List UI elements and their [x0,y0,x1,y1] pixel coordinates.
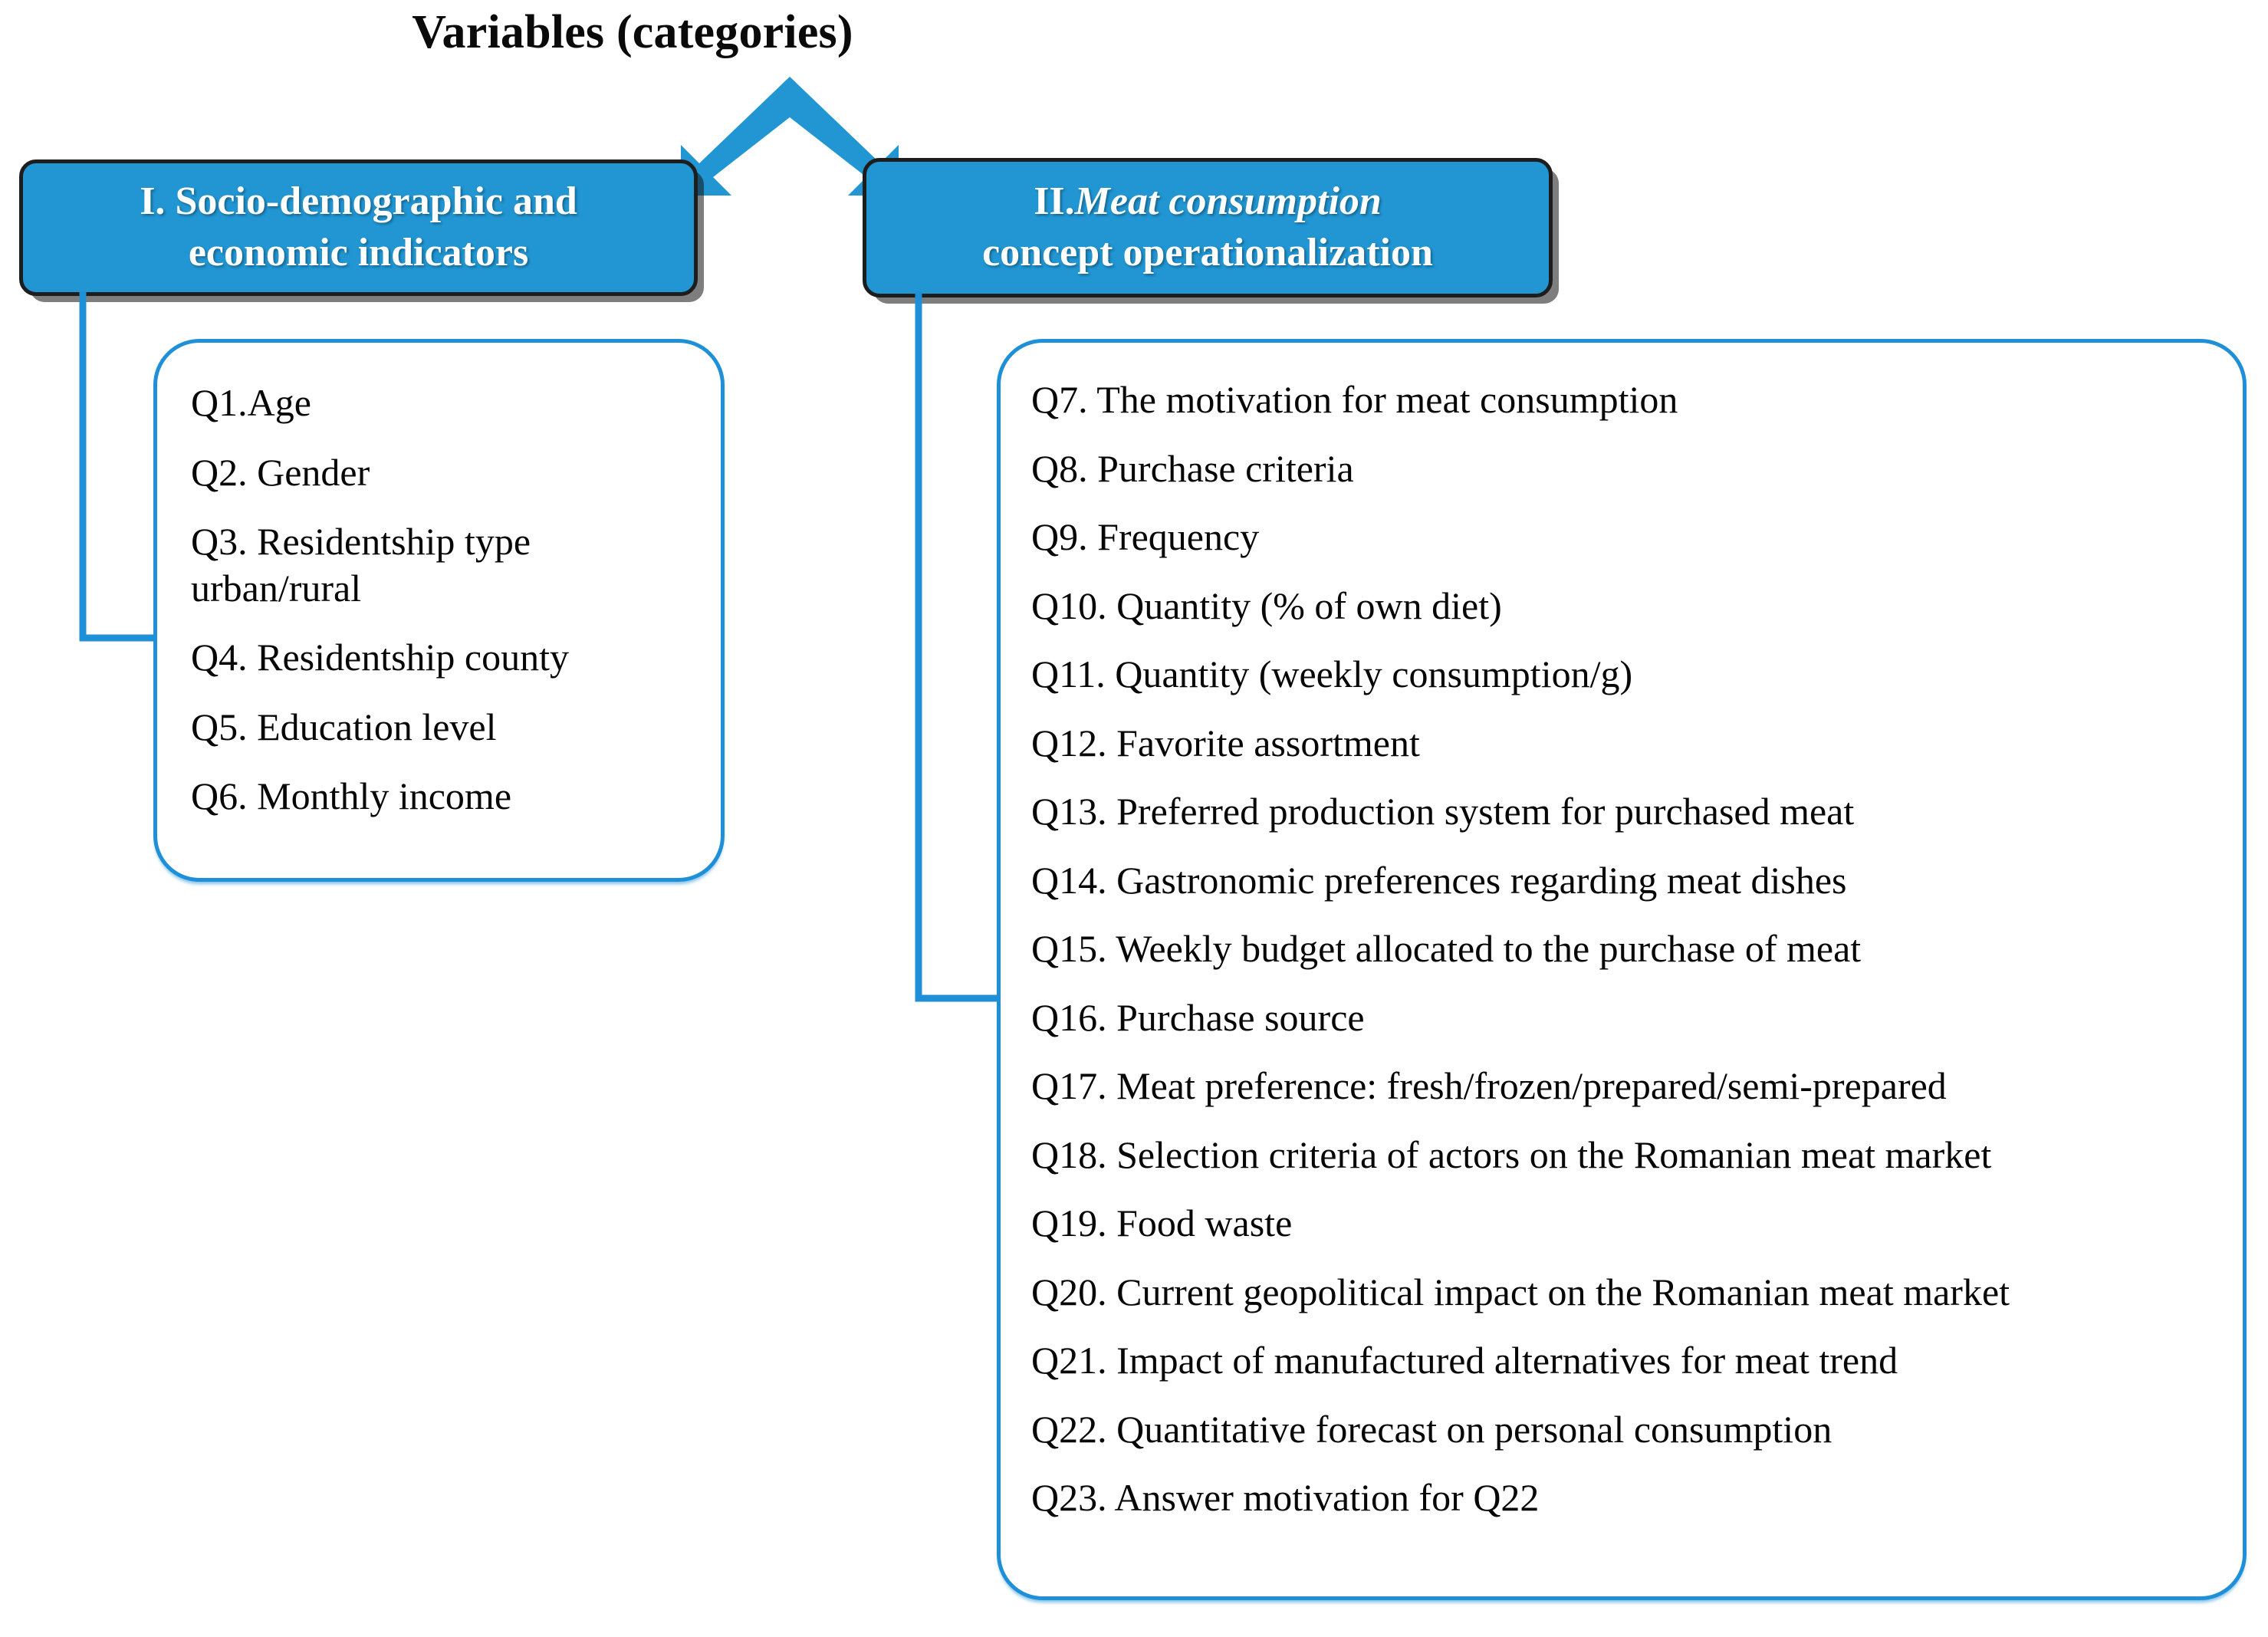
list-item: Q12. Favorite assortment [1031,721,1420,764]
list-item: Q5. Education level [191,705,497,748]
category-header-label: II.Meat consumption concept operationali… [982,176,1433,278]
question-list: Q7. The motivation for meat consumption … [1031,376,2217,1521]
list-item: Q15. Weekly budget allocated to the purc… [1031,927,1862,970]
category-numeral: II. [1034,179,1075,224]
list-item: Q11. Quantity (weekly consumption/g) [1031,652,1633,695]
category-header-meat-consumption[interactable]: II.Meat consumption concept operationali… [863,158,1553,297]
question-list-socio-demographic: Q1.Age Q2. Gender Q3. Residentship type … [153,339,725,882]
list-item: Q16. Purchase source [1031,995,1365,1039]
category-numeral: I. [140,179,176,224]
list-item: Q19. Food waste [1031,1201,1293,1244]
page-title: Variables (categories) [412,6,853,58]
list-item: Q9. Frequency [1031,515,1260,558]
category-title-line2: concept operationalization [982,231,1433,274]
question-list: Q1.Age Q2. Gender Q3. Residentship type … [191,380,695,820]
list-item: Q3. Residentship type urban/rural [191,520,531,610]
category-title-line1: Socio-demographic and [175,179,577,224]
list-item: Q22. Quantitative forecast on personal c… [1031,1407,1832,1451]
category-title-line2: economic indicators [188,231,529,274]
list-item: Q20. Current geopolitical impact on the … [1031,1270,2010,1313]
category-header-label: I. Socio-demographic and economic indica… [140,176,577,278]
list-item: Q18. Selection criteria of actors on the… [1031,1132,1992,1176]
list-item: Q4. Residentship county [191,636,570,679]
category-title-emphasis: Meat consumption [1074,179,1382,224]
category-header-socio-demographic[interactable]: I. Socio-demographic and economic indica… [19,159,698,296]
list-item: Q6. Monthly income [191,774,512,817]
list-item: Q21. Impact of manufactured alternatives… [1031,1339,1898,1382]
list-item: Q7. The motivation for meat consumption [1031,378,1678,421]
list-item: Q1.Age [191,381,311,424]
list-item: Q8. Purchase criteria [1031,446,1354,490]
list-item: Q17. Meat preference: fresh/frozen/prepa… [1031,1064,1947,1107]
question-list-meat-consumption: Q7. The motivation for meat consumption … [997,339,2247,1600]
list-item: Q10. Quantity (% of own diet) [1031,583,1502,627]
list-item: Q13. Preferred production system for pur… [1031,790,1855,833]
list-item: Q23. Answer motivation for Q22 [1031,1476,1540,1519]
list-item: Q2. Gender [191,450,370,494]
list-item: Q14. Gastronomic preferences regarding m… [1031,858,1847,902]
